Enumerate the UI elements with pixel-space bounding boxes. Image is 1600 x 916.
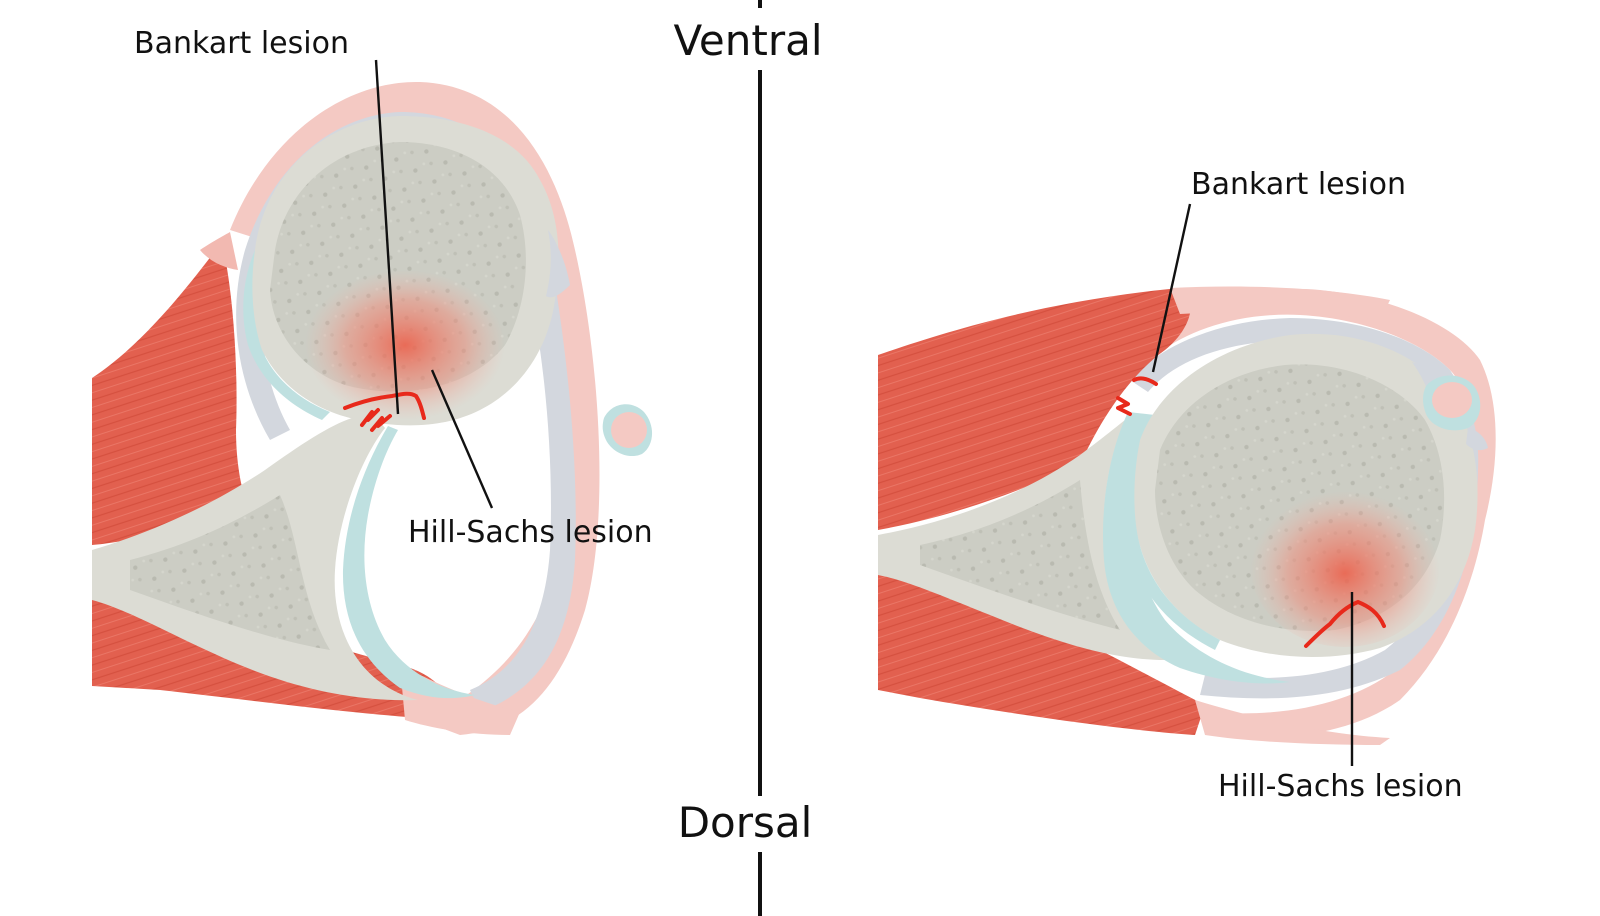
left-bankart-label: Bankart lesion bbox=[134, 26, 349, 61]
right-muscle-lower-tendon bbox=[1195, 700, 1390, 745]
left-muscle-tendon bbox=[200, 232, 238, 270]
right-capsule bbox=[1150, 288, 1496, 738]
left-muscle-upper bbox=[92, 242, 250, 545]
right-bankart-label: Bankart lesion bbox=[1191, 167, 1406, 202]
right-bankart-mark bbox=[1116, 376, 1158, 416]
left-panel-normal-dislocation bbox=[92, 81, 653, 736]
left-hill-sachs-halo bbox=[305, 270, 505, 420]
right-small-bone-tail bbox=[1466, 428, 1488, 451]
right-hill-sachs-label: Hill-Sachs lesion bbox=[1218, 769, 1463, 804]
right-panel-dislocated bbox=[878, 286, 1496, 745]
left-humeral-cartilage bbox=[243, 250, 330, 420]
left-bankart-leader bbox=[374, 59, 400, 415]
left-ligament bbox=[236, 112, 576, 712]
left-glenoid-cartilage bbox=[342, 426, 475, 699]
right-scapula-texture bbox=[920, 480, 1120, 630]
right-muscle-upper bbox=[878, 288, 1191, 530]
right-muscle-lower bbox=[878, 568, 1205, 735]
right-small-bone-core bbox=[1432, 382, 1472, 418]
left-hill-sachs-mark bbox=[343, 391, 426, 420]
left-hill-sachs-leader bbox=[430, 369, 494, 509]
right-glenoid-cartilage bbox=[1103, 412, 1290, 684]
dorsal-label: Dorsal bbox=[678, 798, 813, 847]
right-bankart-leader bbox=[1151, 203, 1192, 373]
right-muscle-upper-tendon bbox=[1170, 286, 1390, 320]
right-hill-sachs-halo bbox=[1250, 483, 1440, 647]
ventral-label: Ventral bbox=[673, 16, 822, 65]
left-small-bone-core bbox=[611, 412, 647, 448]
left-scapula-texture bbox=[130, 495, 330, 650]
right-hill-sachs-mark bbox=[1304, 599, 1386, 648]
right-ligament bbox=[1130, 318, 1479, 699]
left-humeral-notch bbox=[546, 230, 570, 298]
left-bankart-mark bbox=[360, 408, 392, 432]
left-hill-sachs-label: Hill-Sachs lesion bbox=[408, 515, 653, 550]
right-humeral-cartilage bbox=[1124, 440, 1220, 650]
